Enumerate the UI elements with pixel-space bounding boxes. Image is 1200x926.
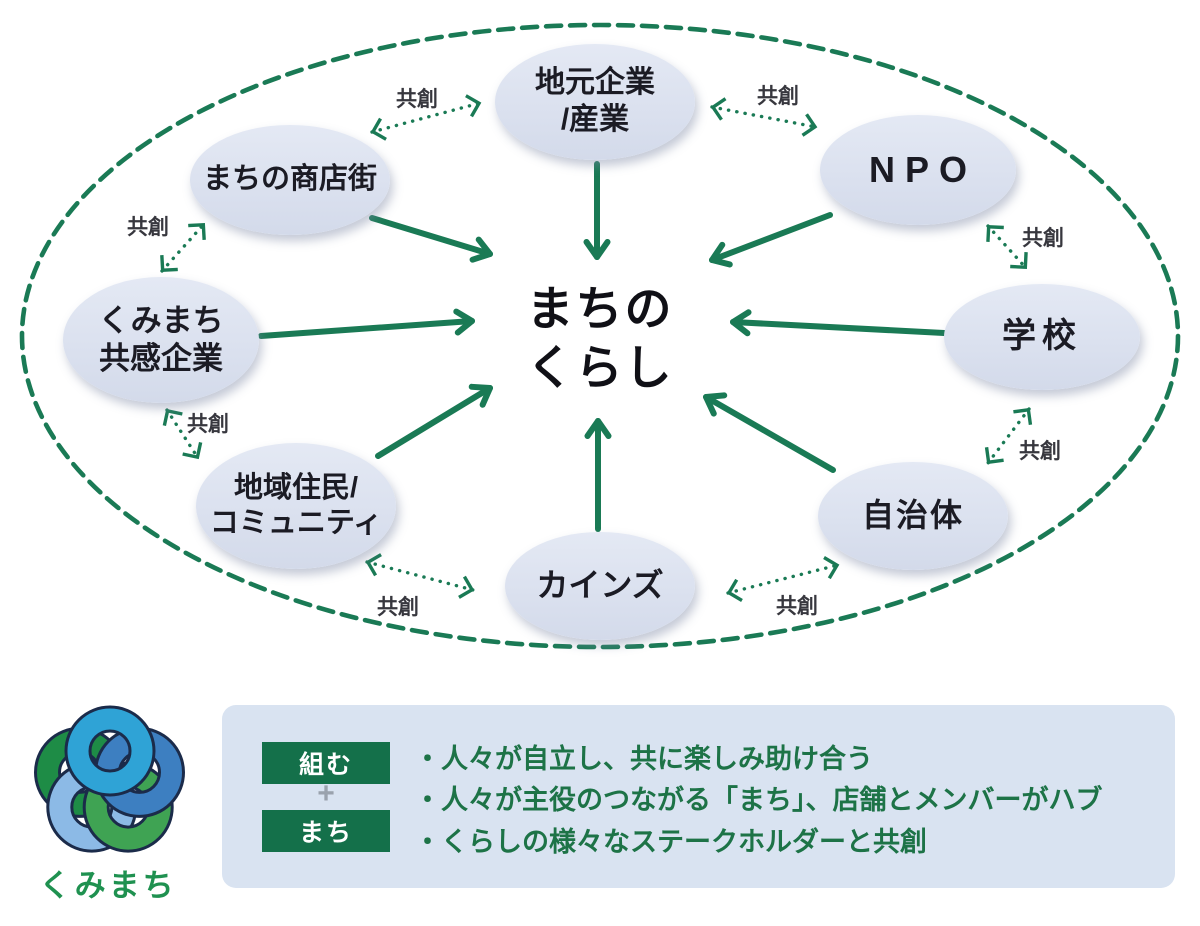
- arrow-school-to-center: [730, 309, 947, 337]
- arrow-npo-to-center: [709, 212, 833, 268]
- cocreation-label: 共創: [757, 85, 799, 108]
- node-local-industry: 地元企業 /産業: [495, 44, 695, 160]
- cocreation-arrow-local-industry-npo: [710, 97, 818, 137]
- concept-description-box: 組む + まち ・人々が自立し、共に楽しみ助け合う ・人々が主役のつながる「まち…: [222, 705, 1175, 888]
- cocreation-arrow-npo-school: [986, 224, 1028, 270]
- node-kumimachi-companies: くみまち 共感企業: [63, 277, 259, 403]
- cocreation-label: 共創: [377, 596, 419, 619]
- ecosystem-boundary-ellipse: [19, 22, 1181, 650]
- cocreation-arrow-municipality-cainz: [726, 556, 840, 602]
- cocreation-label: 共創: [396, 88, 438, 111]
- kumimachi-logo-text: くみまち: [39, 868, 177, 903]
- cocreation-arrow-cainz-residents: [365, 553, 475, 599]
- cocreation-label: 共創: [127, 216, 169, 239]
- node-cainz: カインズ: [505, 532, 695, 640]
- node-label: NPO: [868, 149, 977, 191]
- node-label: 学校: [1002, 317, 1082, 356]
- center-concept-label: まちの くらし: [526, 281, 674, 394]
- node-residents: 地域住民/ コミュニティ: [196, 443, 396, 569]
- node-npo: NPO: [820, 115, 1016, 225]
- center-arrows: [258, 161, 947, 532]
- node-label: くみまち 共感企業: [98, 303, 224, 376]
- arrow-shopping-street-to-center: [369, 215, 493, 263]
- concept-bullet-list: ・人々が自立し、共に楽しみ助け合う ・人々が主役のつながる「まち」、店舗とメンバ…: [414, 745, 1103, 856]
- arrow-kumimachi-companies-to-center: [258, 308, 475, 339]
- cocreation-label: 共創: [1019, 440, 1061, 463]
- arrow-residents-to-center: [375, 383, 493, 459]
- plus-sign: +: [317, 777, 335, 810]
- cocreation-label: 共創: [776, 595, 818, 618]
- node-school: 学校: [944, 284, 1140, 390]
- node-shopping-street: まちの商店街: [190, 125, 390, 235]
- cocreation-arrow-shopping-street-local-industry: [370, 94, 482, 141]
- bullet-item: ・人々が主役のつながる「まち」、店舗とメンバーがハブ: [414, 785, 1103, 816]
- badge-machi: まち: [262, 810, 390, 852]
- node-municipality: 自治体: [818, 462, 1008, 570]
- node-label: 地域住民/ コミュニティ: [209, 471, 383, 539]
- cocreation-label: 共創: [187, 413, 229, 436]
- bullet-item: ・人々が自立し、共に楽しみ助け合う: [414, 744, 873, 774]
- cocreation-arrows: [160, 94, 1033, 602]
- cocreation-arrow-residents-kumimachi-companies: [162, 408, 203, 460]
- bullet-item: ・くらしの様々なステークホルダーと共創: [414, 826, 927, 857]
- node-label: 地元企業 /産業: [535, 66, 655, 136]
- node-label: カインズ: [536, 567, 664, 604]
- arrow-municipality-to-center: [703, 392, 836, 473]
- kumimachi-logo-icon: [33, 705, 186, 853]
- node-label: 自治体: [861, 497, 964, 534]
- cocreation-arrow-school-municipality: [984, 407, 1033, 465]
- node-label: まちの商店街: [202, 163, 377, 196]
- badge-kumu: 組む: [262, 742, 390, 784]
- cocreation-label: 共創: [1022, 227, 1064, 250]
